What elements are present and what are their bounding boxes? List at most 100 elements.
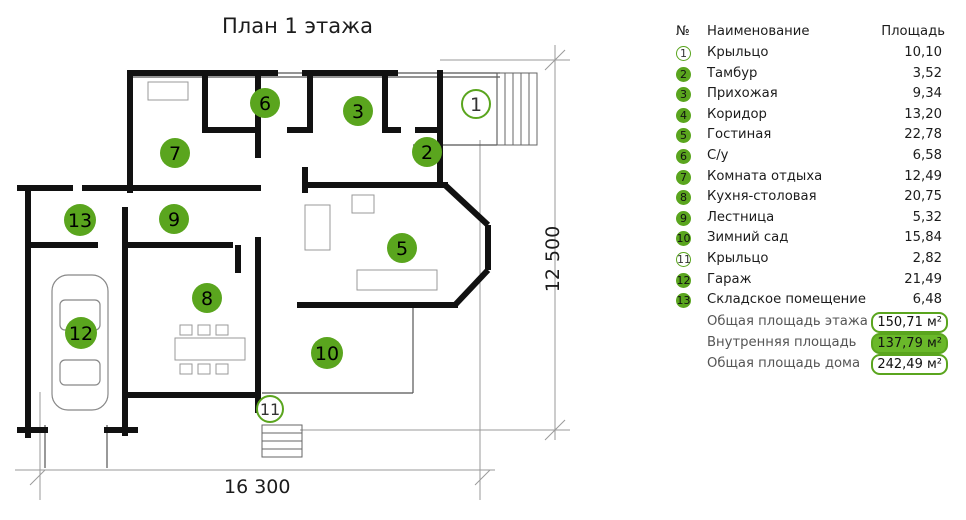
dimension-lines (15, 45, 570, 500)
room-number-badge: 7 (676, 169, 691, 185)
room-area: 2,82 (912, 250, 942, 266)
room-area: 13,20 (904, 106, 942, 122)
svg-text:2: 2 (421, 142, 433, 164)
room-number-badge: 1 (676, 46, 691, 61)
room-badge-7 (160, 138, 190, 168)
header-area: Площадь (881, 24, 945, 39)
room-badge-8 (192, 283, 222, 313)
room-badge-13 (64, 204, 96, 236)
room-name: Крыльцо (707, 45, 769, 60)
svg-text:10: 10 (315, 343, 339, 365)
header-num: № (676, 24, 690, 39)
room-badge-11 (256, 395, 284, 423)
room-name: Тамбур (707, 65, 758, 81)
room-badge-10 (311, 337, 343, 369)
room-area: 20,75 (904, 189, 942, 205)
table-row: 3 Прихожая 9,34 (672, 85, 962, 106)
room-badge-3 (343, 96, 373, 126)
room-number-badge: 8 (676, 190, 691, 206)
bay-window (442, 182, 491, 308)
svg-text:12: 12 (69, 323, 93, 345)
svg-text:9: 9 (168, 209, 180, 231)
room-area: 9,34 (912, 86, 942, 102)
floor-plan: 1 2 3 5 6 7 8 9 10 11 12 13 (15, 45, 570, 500)
room-area: 6,58 (912, 147, 942, 163)
svg-text:3: 3 (352, 101, 364, 123)
room-badges: 1 2 3 5 6 7 8 9 10 11 12 13 (64, 88, 491, 423)
total-value: 242,49 м² (871, 353, 948, 375)
room-area: 15,84 (904, 230, 942, 246)
svg-text:13: 13 (68, 210, 92, 232)
room-name: Лестница (707, 209, 775, 225)
svg-text:8: 8 (201, 288, 213, 310)
room-number-badge: 6 (676, 148, 691, 164)
header-name: Наименование (707, 24, 810, 39)
svg-text:6: 6 (259, 93, 271, 115)
room-name: С/у (707, 147, 729, 163)
total-row: Внутренняя площадь 137,79 м² (672, 332, 962, 354)
table-row: 4 Коридор 13,20 (672, 106, 962, 127)
table-row: 13 Складское помещение 6,48 (672, 291, 962, 312)
svg-text:11: 11 (260, 400, 280, 419)
total-label: Внутренняя площадь (707, 334, 857, 350)
room-area: 6,48 (912, 292, 942, 308)
room-number-badge: 2 (676, 66, 691, 82)
table-row: 6 С/у 6,58 (672, 147, 962, 168)
room-area: 3,52 (912, 65, 942, 81)
plan-title: План 1 этажа (222, 14, 373, 38)
furniture (147, 81, 438, 375)
room-name: Гостиная (707, 127, 772, 143)
table-row: 1 Крыльцо 10,10 (672, 44, 962, 65)
room-number-badge: 5 (676, 128, 691, 144)
room-badge-12 (65, 317, 97, 349)
room-name: Крыльцо (707, 250, 769, 266)
depth-dimension-label: 12 500 (542, 225, 565, 293)
table-row: 10 Зимний сад 15,84 (672, 229, 962, 250)
room-area: 12,49 (904, 168, 942, 184)
room-badge-6 (250, 88, 280, 118)
table-row: 2 Тамбур 3,52 (672, 65, 962, 86)
room-area: 10,10 (904, 45, 942, 60)
room-name: Зимний сад (707, 230, 789, 246)
room-number-badge: 9 (676, 210, 691, 226)
room-name: Комната отдыха (707, 168, 823, 184)
room-area: 22,78 (904, 127, 942, 143)
width-dimension-label: 16 300 (224, 476, 291, 498)
room-area: 5,32 (912, 209, 942, 225)
room-number-badge: 13 (676, 293, 691, 309)
table-header: № Наименование Площадь (672, 22, 962, 44)
total-label: Общая площадь дома (707, 355, 861, 371)
room-name: Прихожая (707, 86, 778, 102)
total-label: Общая площадь этажа (707, 313, 868, 329)
room-number-badge: 4 (676, 107, 691, 123)
room-number-badge: 3 (676, 87, 691, 103)
room-number-badge: 10 (676, 231, 691, 247)
porch-stairs (261, 72, 538, 458)
room-badge-9 (159, 204, 189, 234)
total-row: Общая площадь дома 242,49 м² (672, 353, 962, 375)
table-row: 8 Кухня-столовая 20,75 (672, 188, 962, 209)
room-badge-2 (412, 137, 442, 167)
table-row: 11 Крыльцо 2,82 (672, 250, 962, 271)
room-name: Складское помещение (707, 292, 866, 308)
walls (17, 70, 458, 438)
room-badge-1 (461, 89, 491, 119)
room-name: Кухня-столовая (707, 189, 817, 205)
svg-text:5: 5 (396, 238, 408, 260)
table-row: 5 Гостиная 22,78 (672, 126, 962, 147)
svg-text:1: 1 (470, 94, 482, 116)
table-row: 9 Лестница 5,32 (672, 209, 962, 230)
room-number-badge: 11 (676, 251, 691, 267)
table-row: 7 Комната отдыха 12,49 (672, 168, 962, 189)
room-name: Коридор (707, 106, 767, 122)
room-name: Гараж (707, 271, 752, 287)
total-value: 150,71 м² (871, 311, 948, 333)
total-value: 137,79 м² (871, 332, 948, 354)
room-area: 21,49 (904, 271, 942, 287)
svg-text:7: 7 (169, 143, 181, 165)
